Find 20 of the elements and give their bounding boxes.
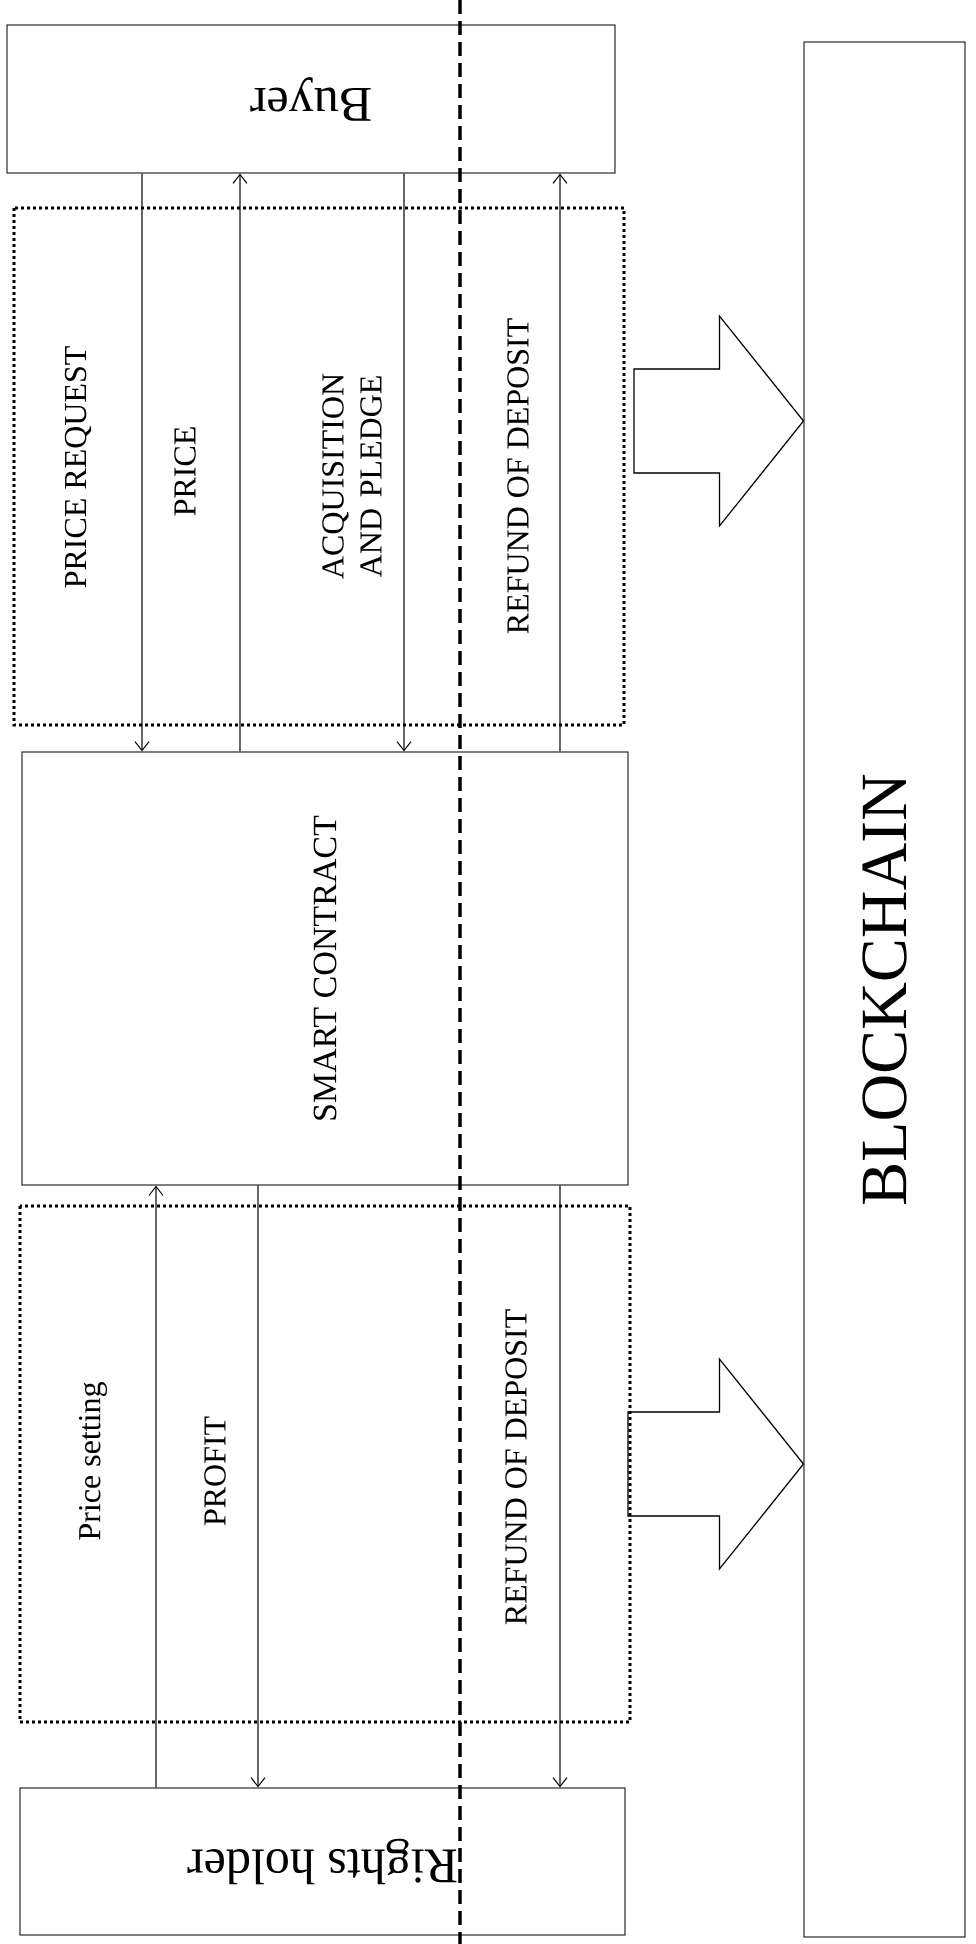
arrow <box>250 1184 266 1788</box>
edge-label: PRICE <box>174 427 196 516</box>
arrow <box>552 1184 568 1788</box>
process-box: Buyer <box>6 24 616 174</box>
arrow <box>148 1185 164 1789</box>
edge-label: REFUND OF DEPOSIT <box>505 1309 527 1625</box>
edge-label: PROFIT <box>204 1416 226 1526</box>
block-arrow <box>627 1357 805 1571</box>
arrow <box>232 173 248 753</box>
edge-label: REFUND OF DEPOSIT <box>507 318 529 634</box>
process-box: BLOCKCHAIN <box>803 41 966 1938</box>
arrow <box>396 172 412 752</box>
edge-label: Price setting <box>78 1382 108 1540</box>
arrow <box>552 173 568 753</box>
arrow <box>134 172 150 752</box>
block-arrow <box>633 314 805 528</box>
process-box: SMART CONTRACT <box>21 751 629 1186</box>
edge-label: PRICE REQUEST <box>64 346 92 588</box>
process-box: Rights holder <box>19 1787 626 1936</box>
edge-label: ACQUISITION AND PLEDGE <box>322 373 382 579</box>
